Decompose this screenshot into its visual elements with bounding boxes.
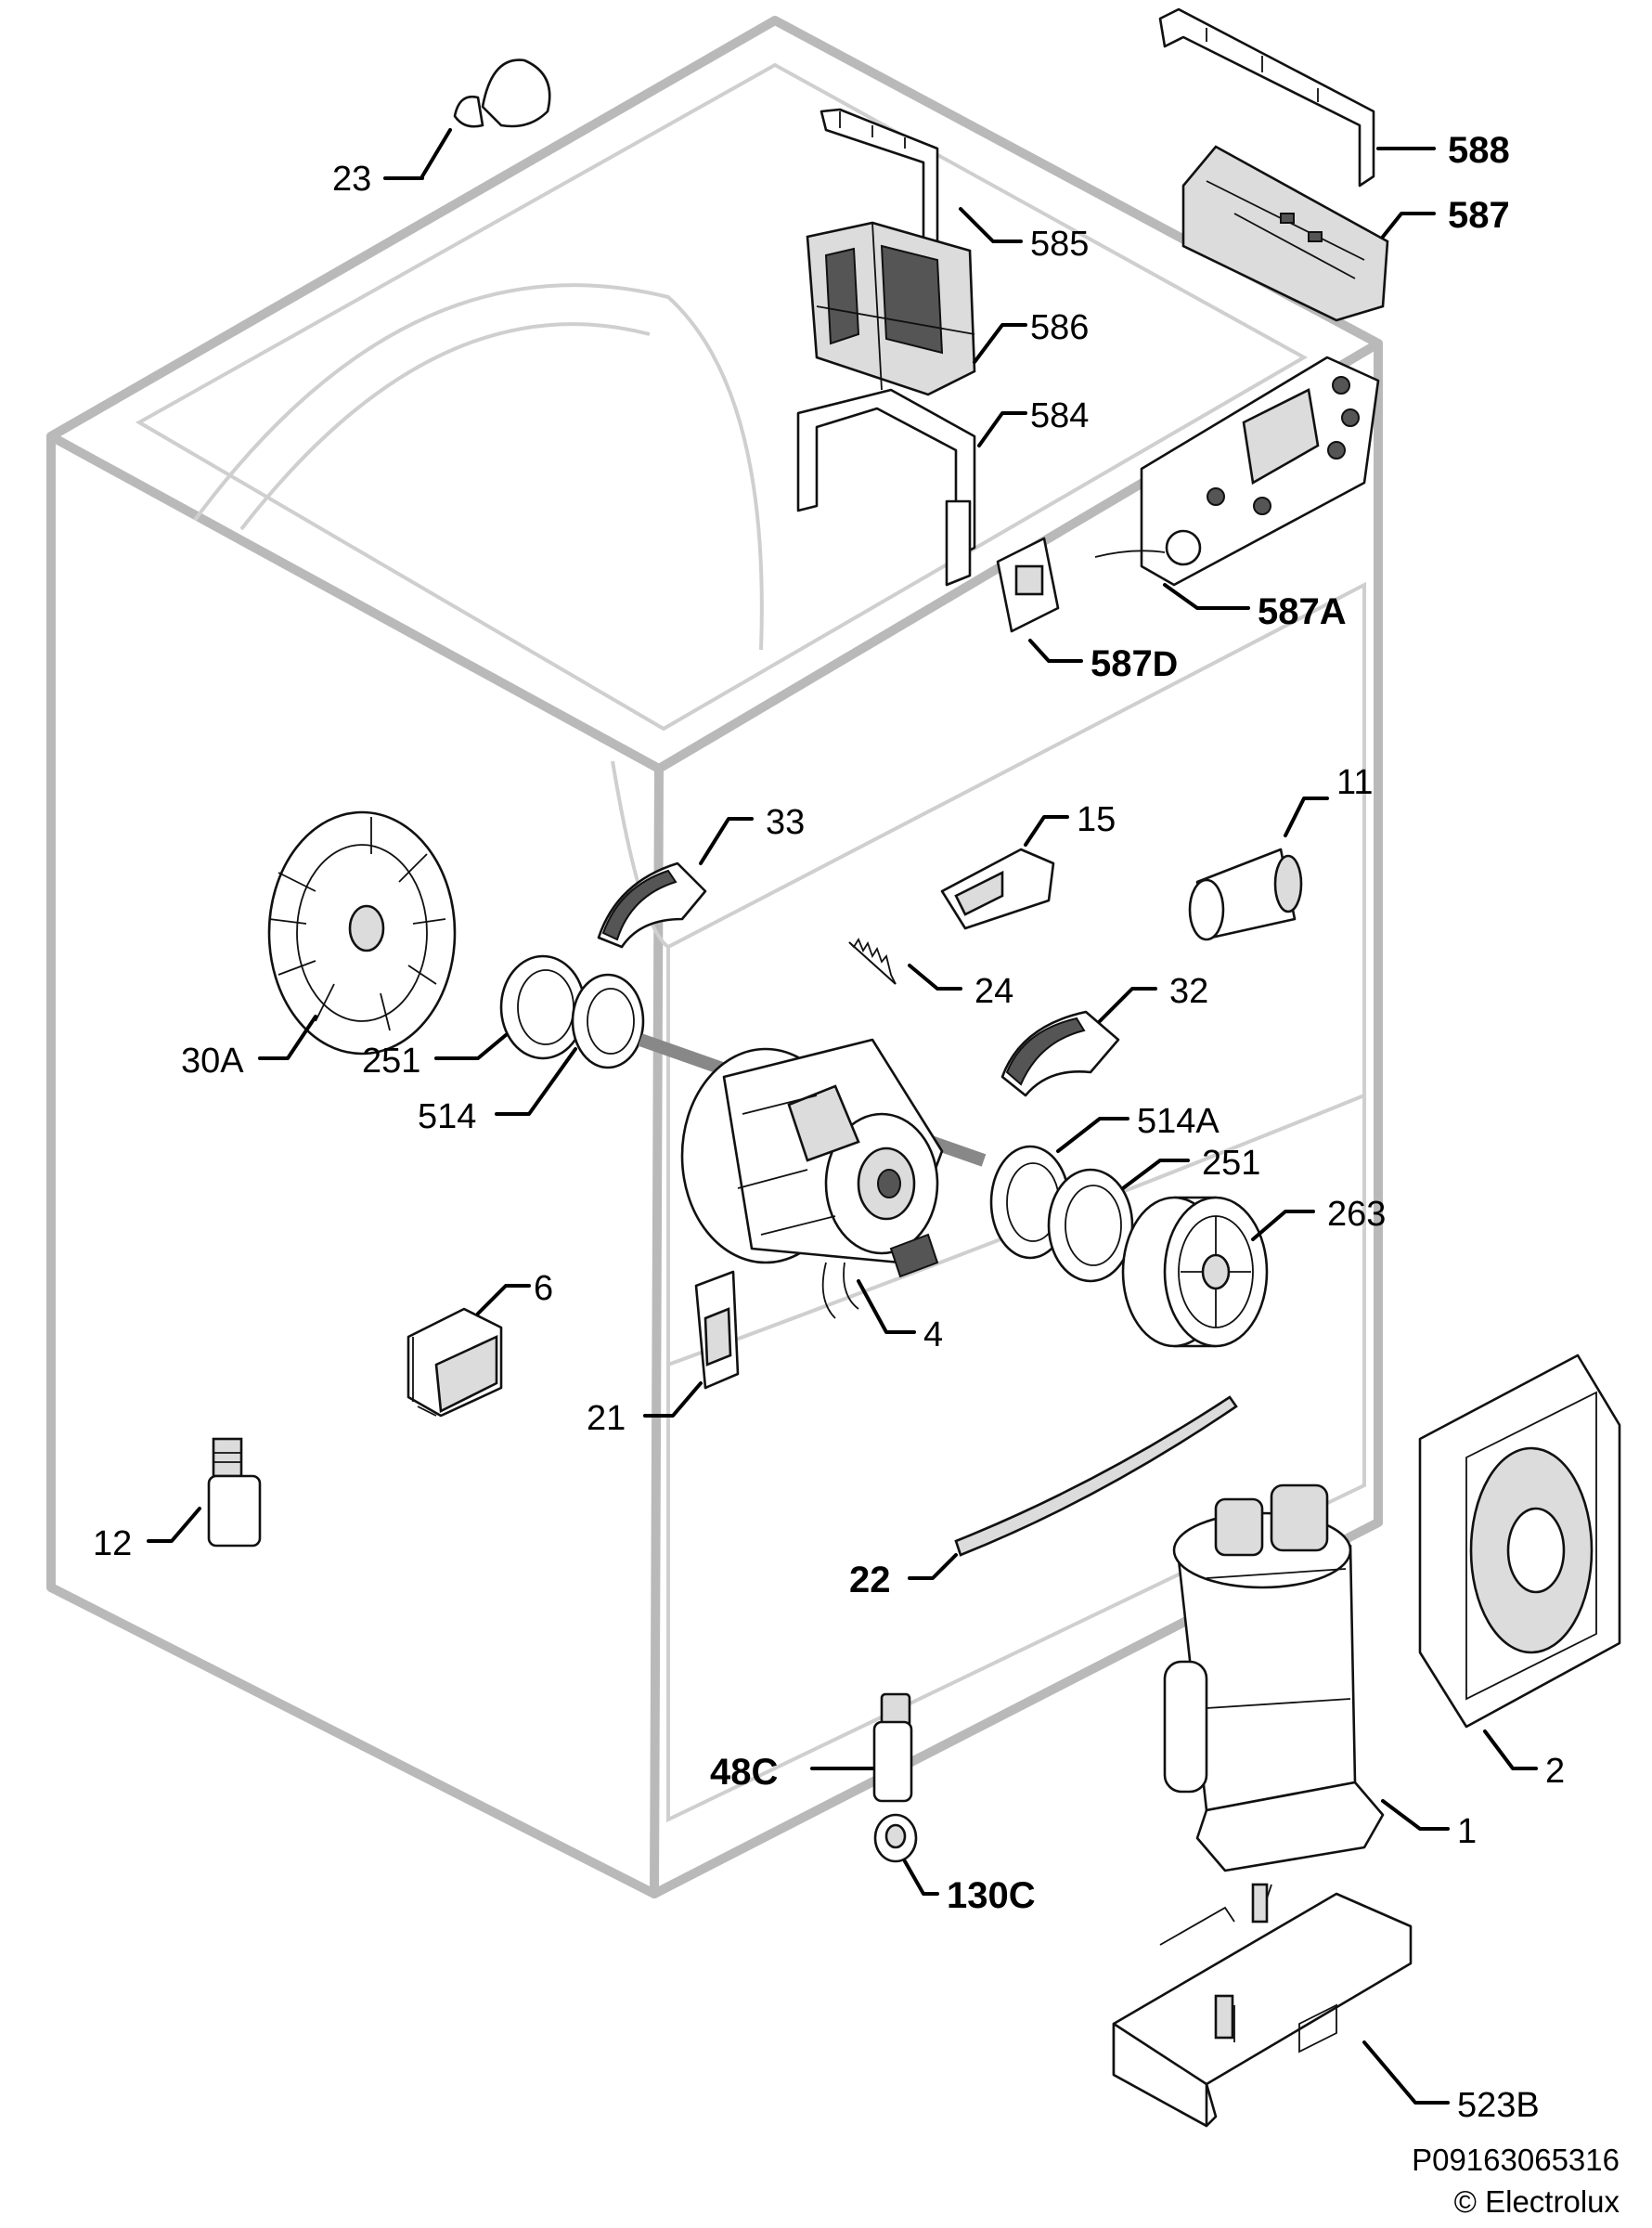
label-6: 6 [534, 1269, 553, 1308]
label-32: 32 [1169, 972, 1208, 1011]
label-48C: 48C [710, 1752, 778, 1793]
label-15: 15 [1077, 800, 1116, 839]
label-21: 21 [587, 1399, 626, 1438]
label-588: 588 [1448, 130, 1510, 171]
part-587D-board [996, 537, 1060, 633]
label-587: 587 [1448, 195, 1510, 236]
label-23: 23 [332, 160, 371, 199]
label-263: 263 [1327, 1195, 1386, 1234]
part-48C-sensor [872, 1692, 913, 1803]
label-22: 22 [849, 1560, 891, 1600]
label-587D-suffix: D [1153, 645, 1178, 684]
part-587-control-board [1181, 145, 1389, 322]
label-587A: 587A [1258, 591, 1347, 632]
part-23-cap [420, 58, 551, 178]
part-586-module [806, 221, 976, 396]
label-11: 11 [1336, 763, 1373, 802]
label-130C: 130C [947, 1875, 1036, 1916]
part-24-spring [848, 938, 897, 985]
part-11-capacitor [1188, 848, 1303, 941]
part-588-cover [1158, 7, 1375, 188]
label-2: 2 [1545, 1752, 1565, 1791]
diagram-code: P09163065316 [1412, 2143, 1620, 2177]
part-523B-base-plate [1112, 1883, 1413, 2128]
label-24: 24 [974, 972, 1013, 1011]
part-4-motor [638, 1033, 987, 1319]
label-587D-number-text: 587 [1091, 643, 1153, 684]
label-586: 586 [1030, 308, 1089, 347]
part-2-cooling-fan [1418, 1354, 1621, 1729]
label-30A: 30A [181, 1042, 244, 1081]
part-21-switch [694, 1270, 740, 1390]
label-12: 12 [93, 1524, 132, 1563]
part-6-transformer [407, 1307, 503, 1418]
label-584: 584 [1030, 396, 1089, 435]
part-587A-display-board [1094, 356, 1380, 587]
part-15-switch [940, 848, 1055, 930]
label-585: 585 [1030, 225, 1089, 264]
part-584-frame [796, 388, 976, 587]
part-22-strip [954, 1395, 1238, 1557]
part-251-ring-right [1047, 1168, 1134, 1283]
label-587D-number: 587D [1091, 643, 1178, 684]
part-33-holder [597, 861, 707, 949]
label-251-left: 251 [362, 1042, 420, 1081]
label-4: 4 [923, 1315, 943, 1354]
label-251-right: 251 [1202, 1144, 1260, 1183]
part-32-holder [1000, 1010, 1120, 1097]
part-514-ring-left [571, 973, 645, 1069]
part-1-compressor [1163, 1483, 1385, 1872]
part-263-pulley [1121, 1196, 1269, 1348]
label-514: 514 [418, 1097, 476, 1136]
label-33: 33 [766, 803, 805, 842]
dryer-cabinet [46, 16, 1383, 1898]
part-130C-grommet [873, 1813, 918, 1863]
part-12-bulb [207, 1437, 262, 1548]
label-514A: 514A [1137, 1102, 1220, 1141]
label-1: 1 [1457, 1812, 1477, 1851]
label-523B: 523B [1457, 2086, 1540, 2125]
copyright-notice: © Electrolux [1454, 2184, 1620, 2219]
part-30A-fan-wheel [267, 810, 457, 1056]
part-251-ring-left [499, 954, 587, 1060]
